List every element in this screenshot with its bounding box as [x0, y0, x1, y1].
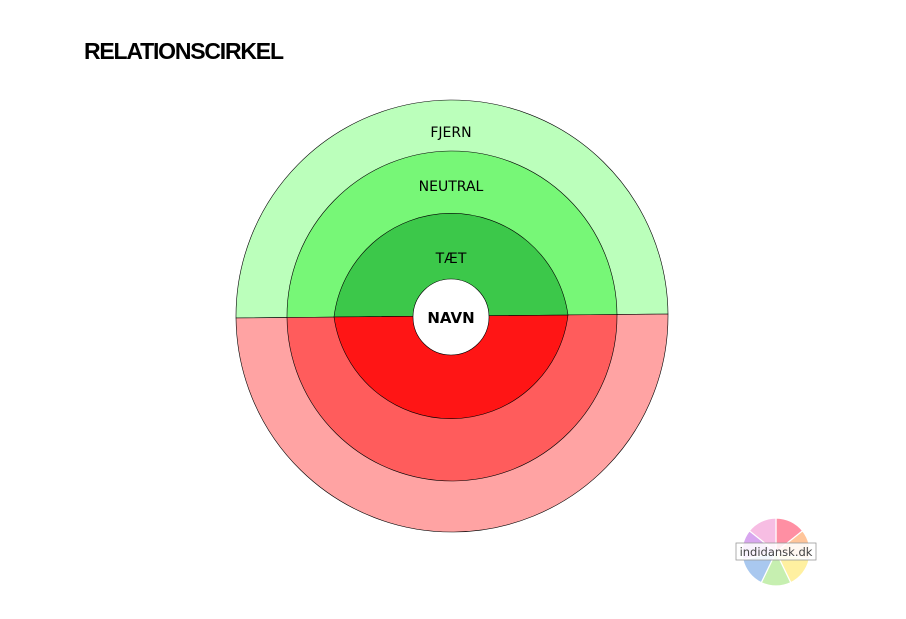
ring-taet-bottom-half — [333, 314, 569, 419]
indidansk-logo: indidansk.dk — [735, 517, 817, 587]
center-circle — [412, 278, 490, 356]
ring-label-fjern: FJERN — [430, 125, 471, 141]
ring-label-neutral: NEUTRAL — [419, 179, 484, 195]
center-label-navn: NAVN — [427, 309, 474, 327]
page-title: RELATIONSCIRKEL — [84, 38, 284, 64]
ring-taet-top-half — [333, 213, 569, 318]
logo-text: indidansk.dk — [740, 545, 813, 559]
relation-rings — [235, 99, 669, 533]
ring-label-taet: TÆT — [435, 251, 467, 267]
